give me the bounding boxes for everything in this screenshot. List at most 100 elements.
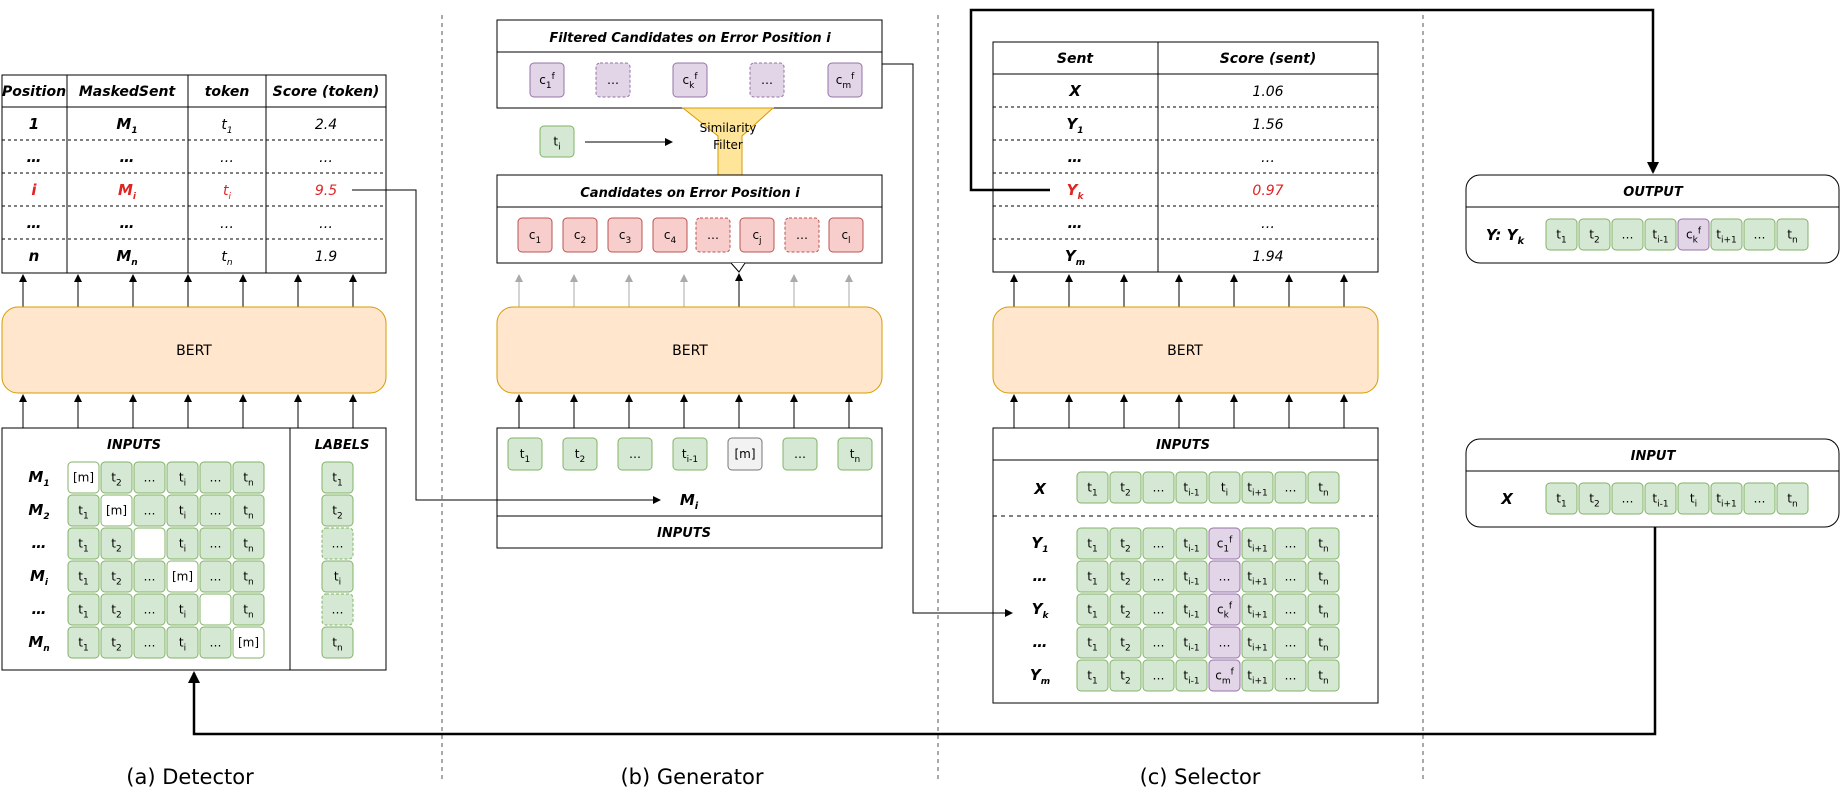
det-label-4: … — [321, 593, 354, 626]
output-header: OUTPUT — [1623, 185, 1684, 200]
sel-cell-2-2: … — [1142, 593, 1175, 626]
filtered-cand-4-text: cmf — [836, 72, 855, 91]
selector-inputs-header: INPUTS — [1156, 438, 1210, 453]
sel-x-cell-4-text: ti — [1221, 481, 1228, 499]
det-cell-2-0: t1 — [67, 527, 100, 560]
sel-cell-4-3-text: ti-1 — [1183, 669, 1199, 687]
det-cell-3-3-text: [m] — [172, 570, 193, 584]
det-cell-4-4 — [199, 593, 232, 626]
sel-cell-4-1: t2 — [1109, 659, 1142, 692]
sel-row-label-1: … — [1033, 567, 1048, 585]
det-cell-2-2 — [133, 527, 166, 560]
sel-cell-4-5-text: ti+1 — [1247, 669, 1268, 687]
det-cell-5-0: t1 — [67, 626, 100, 659]
det-cell-0-0: [m] — [67, 461, 100, 494]
sel-cell-4-4-text: cmf — [1215, 668, 1234, 687]
cand-7: cl — [828, 217, 864, 253]
input-token-7: tn — [1776, 482, 1809, 515]
sel-cell-2-1: t2 — [1109, 593, 1142, 626]
det-cell-3-5: tn — [232, 560, 265, 593]
sel-cell-1-6: … — [1274, 560, 1307, 593]
det-pos-4: n — [29, 247, 40, 265]
sel-cell-0-7: tn — [1307, 527, 1340, 560]
filtered-cand-3-text: … — [761, 73, 773, 87]
generator-bert-label: BERT — [672, 343, 708, 359]
sel-x-cell-3-text: ti-1 — [1183, 481, 1199, 499]
cand-4-text: … — [707, 228, 719, 242]
similarity-filter: Similarity Filter — [681, 107, 775, 177]
detector-input-arrows — [19, 394, 357, 428]
det-cell-0-0-text: [m] — [73, 471, 94, 485]
det-cell-1-1-text: [m] — [106, 504, 127, 518]
detector-inputs-header: INPUTS — [107, 438, 161, 453]
det-cell-3-4: … — [199, 560, 232, 593]
det-cell-1-3: ti — [166, 494, 199, 527]
sel-cell-3-4-text: … — [1219, 636, 1231, 650]
detector-labels-header: LABELS — [315, 438, 370, 453]
det-tok-2: ti — [223, 183, 232, 202]
sel-cell-3-2: … — [1142, 626, 1175, 659]
selector-bert-label: BERT — [1167, 343, 1203, 359]
sel-cell-1-3: ti-1 — [1175, 560, 1208, 593]
input-token-6: … — [1743, 482, 1776, 515]
gen-input-1: t2 — [562, 437, 598, 471]
output-token-1-text: t2 — [1589, 228, 1599, 246]
ti-cell: ti — [539, 125, 575, 158]
sel-cell-2-3-text: ti-1 — [1183, 603, 1199, 621]
det-cell-1-0-text: t1 — [78, 504, 88, 522]
det-cell-5-5-text: [m] — [238, 636, 259, 650]
sel-x-cell-6-text: … — [1285, 481, 1297, 495]
det-cell-0-1-text: t2 — [111, 471, 121, 489]
output-token-5-text: ti+1 — [1716, 228, 1737, 246]
sel-cell-0-4-text: c1f — [1217, 536, 1233, 555]
det-cell-5-3-text: ti — [179, 636, 186, 654]
candidates-header: Candidates on Error Position i — [580, 186, 800, 201]
sel-score-1: 1.56 — [1252, 117, 1283, 133]
sel-cell-0-1-text: t2 — [1120, 537, 1130, 555]
det-cell-5-2: … — [133, 626, 166, 659]
generator-input-arrows — [515, 394, 853, 428]
sel-cell-3-5-text: ti+1 — [1247, 636, 1268, 654]
det-cell-0-4-text: … — [210, 471, 222, 485]
det-cell-2-1: t2 — [100, 527, 133, 560]
sel-cell-0-0-text: t1 — [1087, 537, 1097, 555]
filtered-cand-2-text: ckf — [683, 72, 699, 91]
sel-cell-4-2-text: … — [1153, 669, 1165, 683]
input-token-7-text: tn — [1787, 492, 1797, 510]
det-row-label-2: … — [32, 534, 47, 552]
sel-row-label-3: … — [1033, 633, 1048, 651]
det-pos-1: … — [27, 148, 42, 166]
filtered-cand-2: ckf — [672, 62, 708, 98]
det-cell-3-1: t2 — [100, 560, 133, 593]
cand-6: … — [784, 217, 820, 253]
sel-cell-1-4: … — [1208, 560, 1241, 593]
sel-sent-1: Y1 — [1066, 115, 1083, 136]
header-position: Position — [2, 84, 66, 100]
det-pos-3: … — [27, 214, 42, 232]
sel-cell-0-0: t1 — [1076, 527, 1109, 560]
det-cell-2-3: ti — [166, 527, 199, 560]
cand-6-text: … — [796, 228, 808, 242]
det-cell-2-4-text: … — [210, 537, 222, 551]
cand-5-text: cj — [752, 228, 761, 246]
caption-selector: (c) Selector — [1140, 765, 1261, 789]
sel-cell-4-0: t1 — [1076, 659, 1109, 692]
filtered-candidates-panel: Filtered Candidates on Error Position i … — [496, 19, 883, 109]
det-cell-5-1-text: t2 — [111, 636, 121, 654]
det-cell-0-3-text: ti — [179, 471, 186, 489]
output-token-0-text: t1 — [1556, 228, 1566, 246]
det-score-1: … — [319, 150, 333, 166]
sel-row-label-0: Y1 — [1031, 534, 1048, 555]
input-token-0: t1 — [1545, 482, 1578, 515]
det-cell-1-4-text: … — [210, 504, 222, 518]
det-row-label-3: Mi — [30, 567, 49, 588]
sel-cell-3-6: … — [1274, 626, 1307, 659]
det-cell-2-3-text: ti — [179, 537, 186, 555]
det-cell-5-4-text: … — [210, 636, 222, 650]
input-token-4: ti — [1677, 482, 1710, 515]
sel-cell-2-5-text: ti+1 — [1247, 603, 1268, 621]
det-cell-0-4: … — [199, 461, 232, 494]
det-label-3: ti — [321, 560, 354, 593]
